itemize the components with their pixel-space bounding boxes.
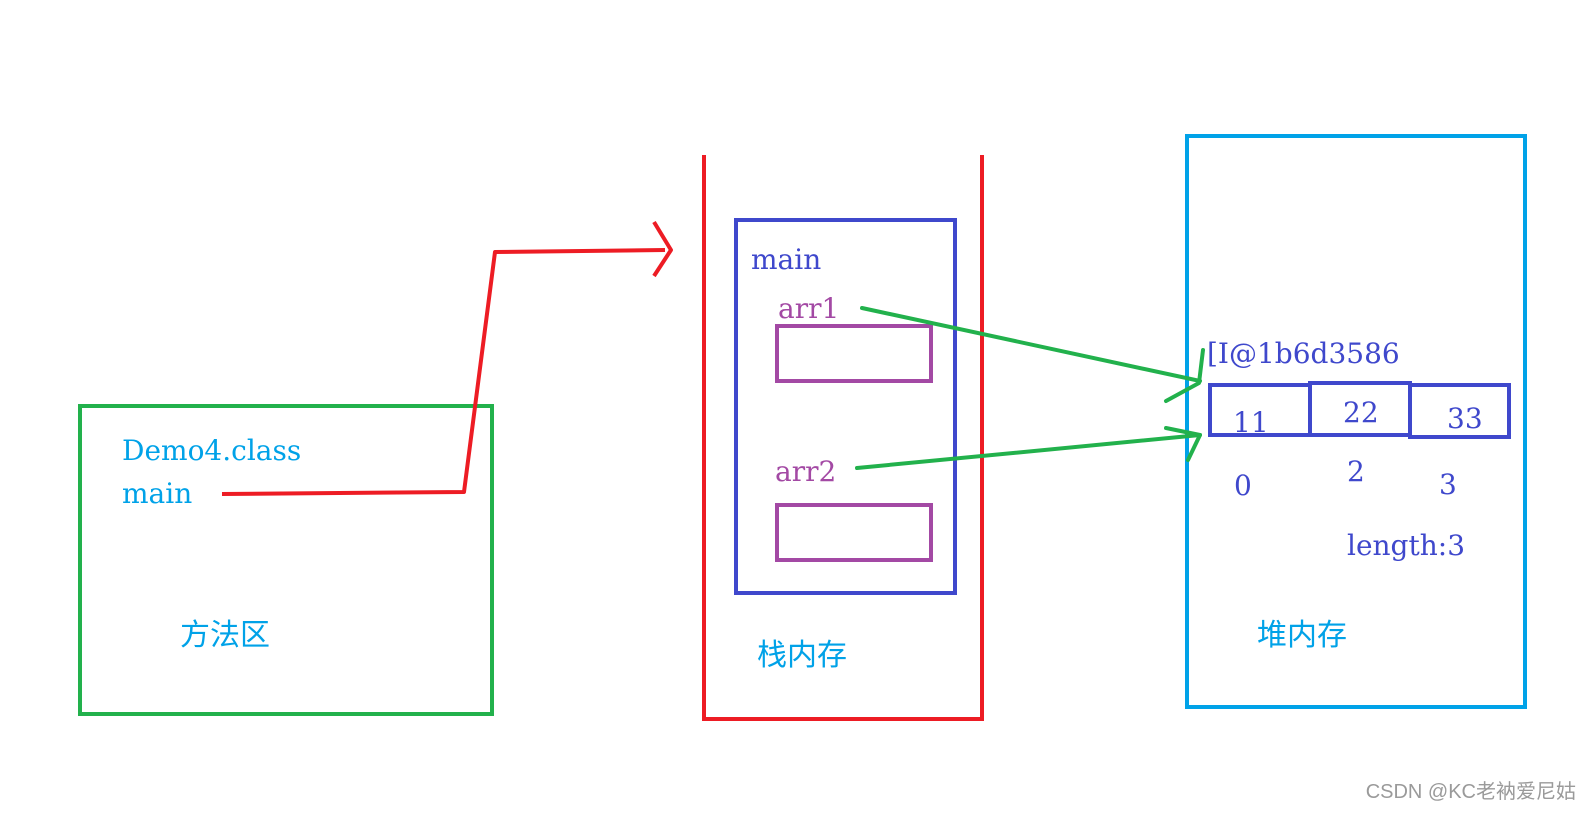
stack-title: 栈内存 (757, 638, 847, 673)
array-value-2: 33 (1447, 402, 1483, 435)
arr1-slot (775, 324, 933, 383)
call-arrow-head (652, 220, 673, 278)
array-length-label: length:3 (1347, 529, 1465, 562)
arr2-arrow-head (1164, 426, 1202, 462)
array-value-1: 22 (1343, 396, 1379, 429)
array-index-1: 2 (1347, 455, 1365, 488)
arr2-reference-arrow (855, 433, 1202, 470)
heap-title: 堆内存 (1257, 618, 1347, 653)
frame-main-label: main (751, 243, 821, 276)
array-index-2: 3 (1439, 468, 1457, 501)
arr1-arrow-head (1164, 348, 1205, 403)
arr2-label: arr2 (775, 455, 836, 488)
array-index-0: 0 (1234, 469, 1252, 502)
call-arrow-line (221, 248, 666, 496)
watermark: CSDN @KC老衲爱尼姑 (1365, 781, 1576, 803)
arr1-label: arr1 (778, 292, 839, 325)
method-area-title: 方法区 (180, 618, 270, 653)
method-area-box (78, 404, 494, 716)
stack-container (702, 155, 984, 721)
arr2-slot (775, 503, 933, 562)
array-cell-2 (1408, 383, 1511, 439)
main-frame-box (734, 218, 957, 595)
heap-box (1185, 134, 1527, 709)
array-value-0: 11 (1233, 406, 1269, 439)
arr1-reference-arrow (860, 306, 1202, 383)
array-address-label: [I@1b6d3586 (1207, 337, 1400, 370)
class-name-label: Demo4.class (122, 434, 301, 467)
method-main-label: main (122, 477, 192, 510)
